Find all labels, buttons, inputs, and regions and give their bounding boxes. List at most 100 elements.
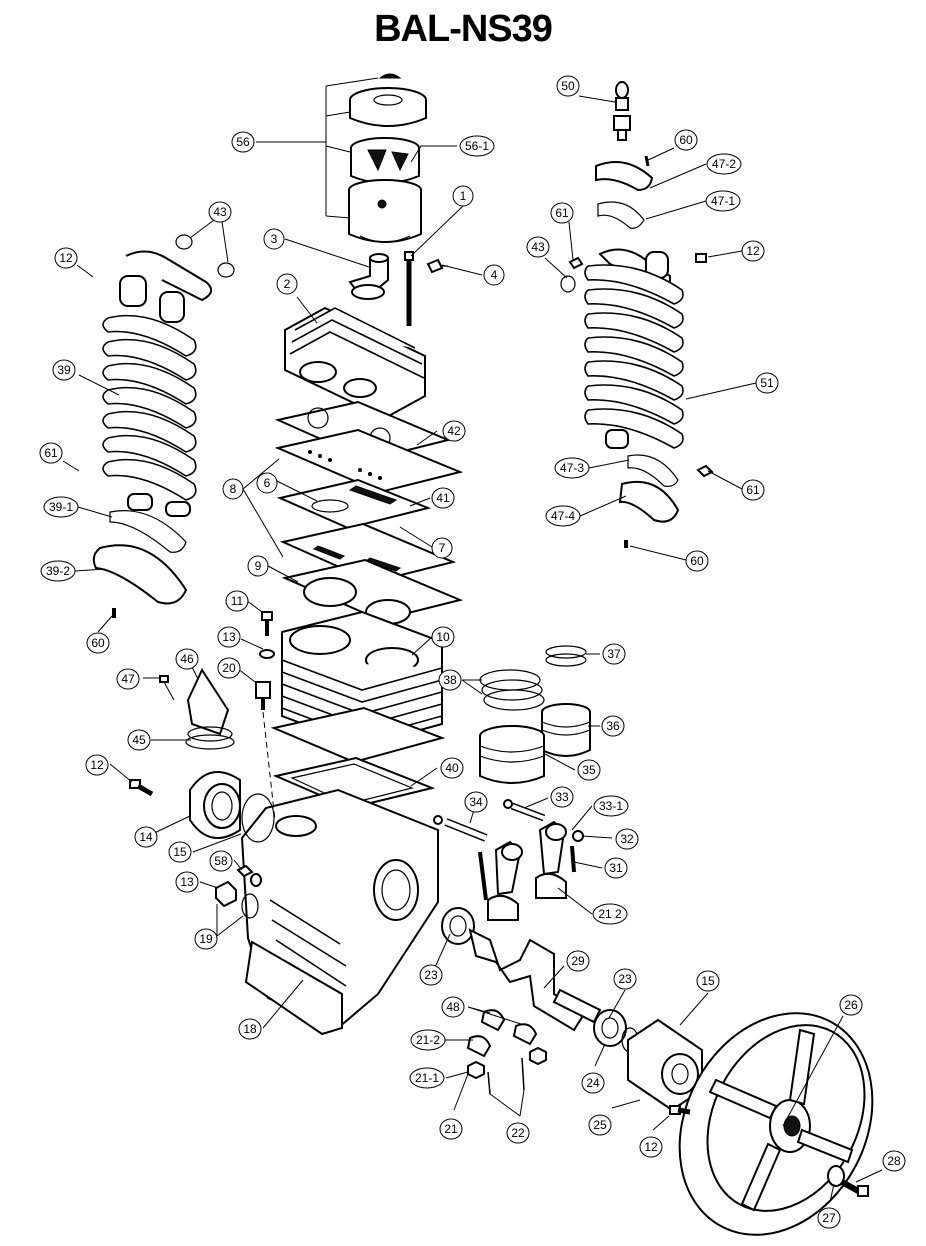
svg-text:18: 18: [243, 1022, 257, 1036]
callout-23-left: 23: [419, 964, 443, 986]
svg-text:41: 41: [436, 491, 450, 505]
svg-text:12: 12: [644, 1140, 658, 1154]
svg-text:29: 29: [571, 954, 585, 968]
callout-37: 37: [602, 643, 626, 665]
svg-text:39-2: 39-2: [46, 564, 70, 578]
svg-text:47-3: 47-3: [560, 461, 584, 475]
flywheel: [678, 1012, 874, 1236]
callout-60-top-right: 60: [674, 129, 698, 151]
callout-61-right: 61: [741, 479, 765, 501]
callout-13-upper: 13: [217, 626, 241, 648]
svg-text:56-1: 56-1: [465, 139, 489, 153]
valve-plate-stack: [274, 400, 464, 625]
large-piston: [479, 725, 545, 784]
breather-cover: [189, 771, 241, 839]
callout-39-2: 39-2: [40, 560, 76, 582]
svg-text:42: 42: [447, 424, 461, 438]
callout-20: 20: [217, 657, 241, 679]
svg-text:46: 46: [180, 652, 194, 666]
svg-text:39-1: 39-1: [49, 500, 73, 514]
callout-60-left: 60: [86, 632, 110, 654]
cylinder-block: [270, 610, 446, 764]
svg-text:61: 61: [555, 206, 569, 220]
callout-25: 25: [588, 1114, 612, 1136]
breather-gasket: [241, 793, 275, 843]
svg-text:7: 7: [439, 541, 446, 555]
svg-text:47: 47: [121, 672, 135, 686]
callout-21-2-cap: 21-2: [410, 1029, 446, 1051]
cylinder-bolt: [259, 611, 275, 659]
callout-29: 29: [566, 950, 590, 972]
right-small-parts: [560, 155, 714, 548]
svg-text:26: 26: [844, 998, 858, 1012]
callout-2: 2: [276, 273, 298, 295]
svg-text:47-2: 47-2: [712, 157, 736, 171]
callout-60-right: 60: [685, 550, 709, 572]
drain-plug: [255, 681, 276, 821]
callout-47-4: 47-4: [545, 505, 581, 527]
callout-42: 42: [442, 420, 466, 442]
svg-text:38: 38: [443, 673, 457, 687]
callout-46: 46: [175, 648, 199, 670]
callout-26: 26: [839, 994, 863, 1016]
main-bearing-right: [593, 1009, 627, 1047]
callout-58: 58: [209, 850, 233, 872]
svg-text:51: 51: [760, 376, 774, 390]
rod-caps-and-nuts: [466, 1009, 547, 1095]
svg-text:60: 60: [690, 554, 704, 568]
svg-text:21-1: 21-1: [415, 1071, 439, 1085]
callout-15-right: 15: [696, 970, 720, 992]
callout-12-right: 12: [741, 240, 765, 262]
safety-valve: [613, 81, 631, 141]
svg-text:32: 32: [620, 832, 634, 846]
svg-text:2: 2: [284, 277, 291, 291]
svg-text:1: 1: [460, 189, 467, 203]
svg-text:58: 58: [214, 854, 228, 868]
svg-text:37: 37: [607, 647, 621, 661]
right-top-cover: [595, 161, 654, 229]
callout-47: 47: [116, 668, 140, 690]
callout-15-left: 15: [168, 841, 192, 863]
callout-13-lower: 13: [175, 871, 199, 893]
callout-40: 40: [440, 757, 464, 779]
callout-8: 8: [222, 478, 244, 500]
svg-text:4: 4: [491, 268, 498, 282]
svg-text:47-4: 47-4: [551, 509, 575, 523]
right-bottom-cover: [618, 454, 680, 523]
callout-14: 14: [134, 826, 158, 848]
svg-text:61: 61: [44, 446, 58, 460]
svg-text:9: 9: [255, 559, 262, 573]
svg-text:60: 60: [91, 636, 105, 650]
svg-text:21 2: 21 2: [598, 907, 622, 921]
svg-text:8: 8: [230, 482, 237, 496]
callout-45: 45: [127, 729, 151, 751]
flywheel-washer-and-bolt: [827, 1165, 869, 1197]
callout-51: 51: [755, 372, 779, 394]
diagram-title: BAL-NS39: [374, 8, 553, 50]
head-bolt: [404, 251, 414, 326]
callout-48: 48: [441, 996, 465, 1018]
svg-text:14: 14: [139, 830, 153, 844]
callout-11: 11: [225, 590, 249, 612]
left-o-rings: [175, 234, 235, 278]
svg-text:33: 33: [555, 790, 569, 804]
small-piston: [541, 703, 591, 757]
callout-35: 35: [577, 759, 601, 781]
callout-38: 38: [438, 669, 462, 691]
left-intercooler: [102, 250, 213, 517]
callout-21-2-rod: 21 2: [592, 903, 628, 925]
callout-21: 21: [439, 1118, 463, 1140]
svg-text:12: 12: [746, 244, 760, 258]
callout-12-left: 12: [85, 754, 109, 776]
bolt-12-left: [129, 779, 154, 797]
callout-12-lower: 12: [639, 1136, 663, 1158]
svg-text:35: 35: [582, 763, 596, 777]
svg-text:12: 12: [90, 758, 104, 772]
connecting-rods: [478, 820, 584, 921]
callout-10: 10: [431, 626, 455, 648]
callout-4: 4: [483, 264, 505, 286]
callout-39: 39: [52, 359, 76, 381]
callout-33-1: 33-1: [593, 795, 629, 817]
svg-text:45: 45: [132, 733, 146, 747]
